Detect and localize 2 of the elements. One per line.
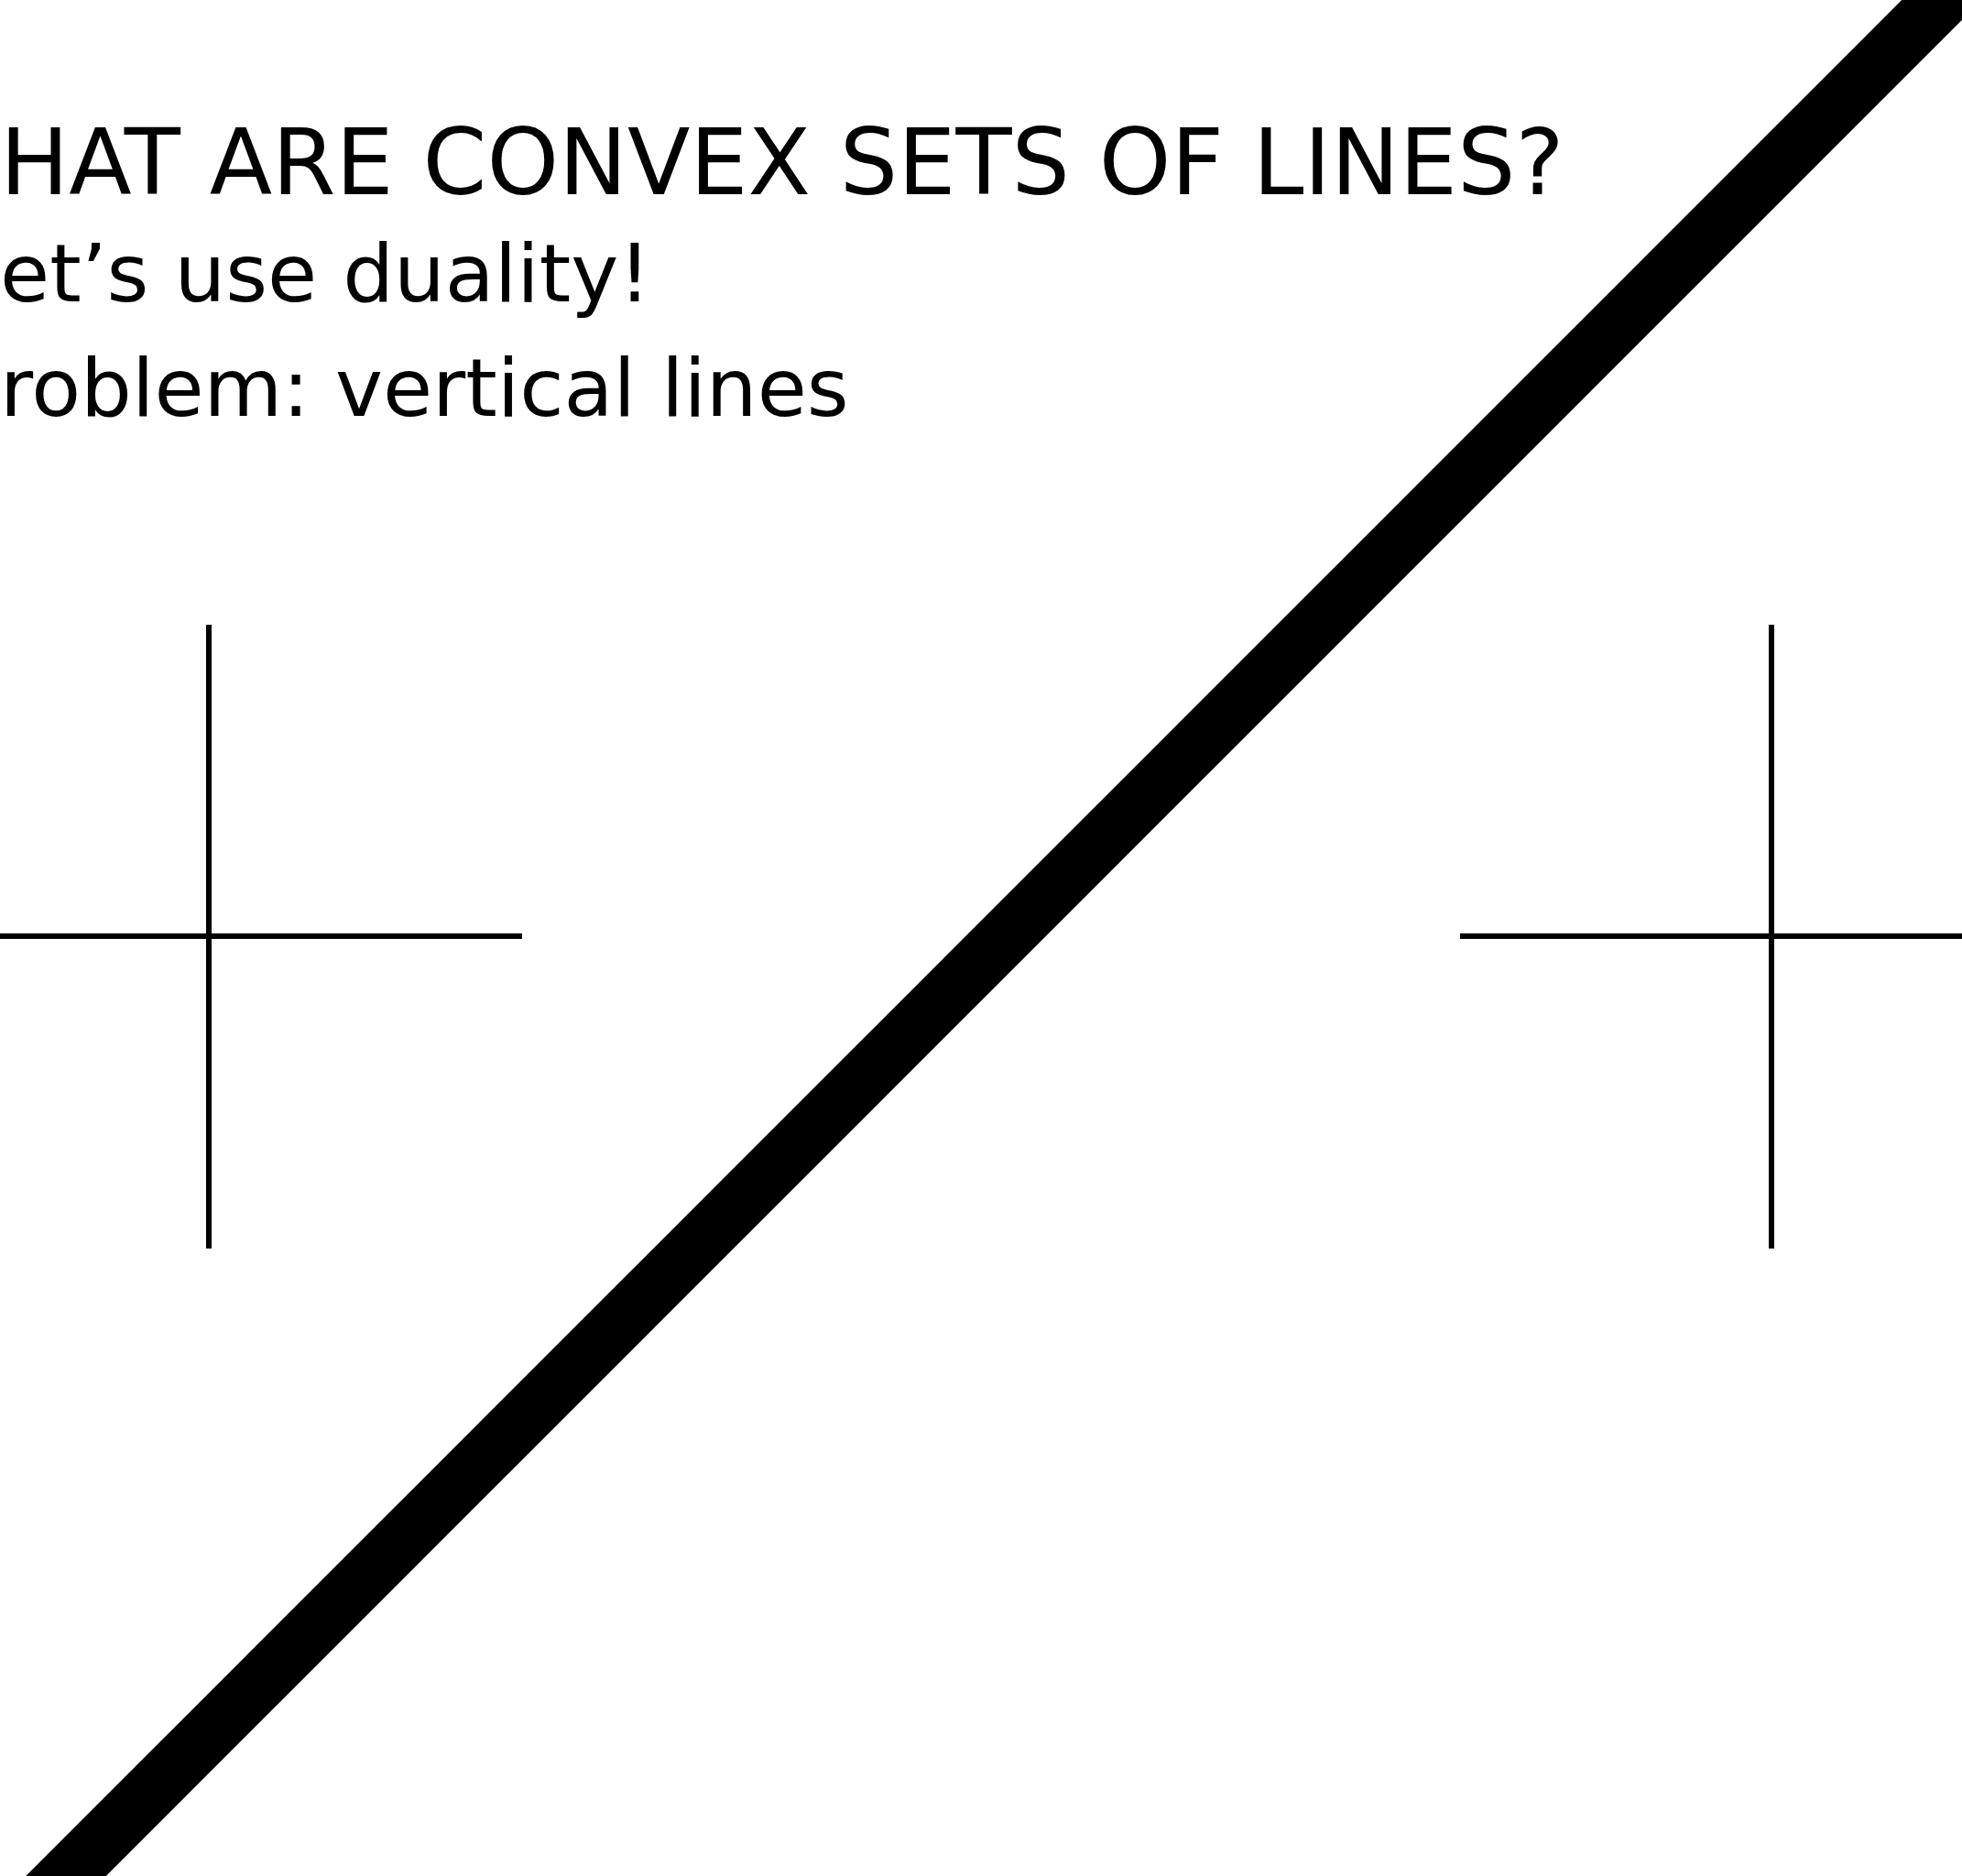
slide-title: HAT ARE CONVEX SETS OF LINES? [0, 117, 1564, 209]
bullet-text: roblem: vertical lines [0, 348, 849, 429]
